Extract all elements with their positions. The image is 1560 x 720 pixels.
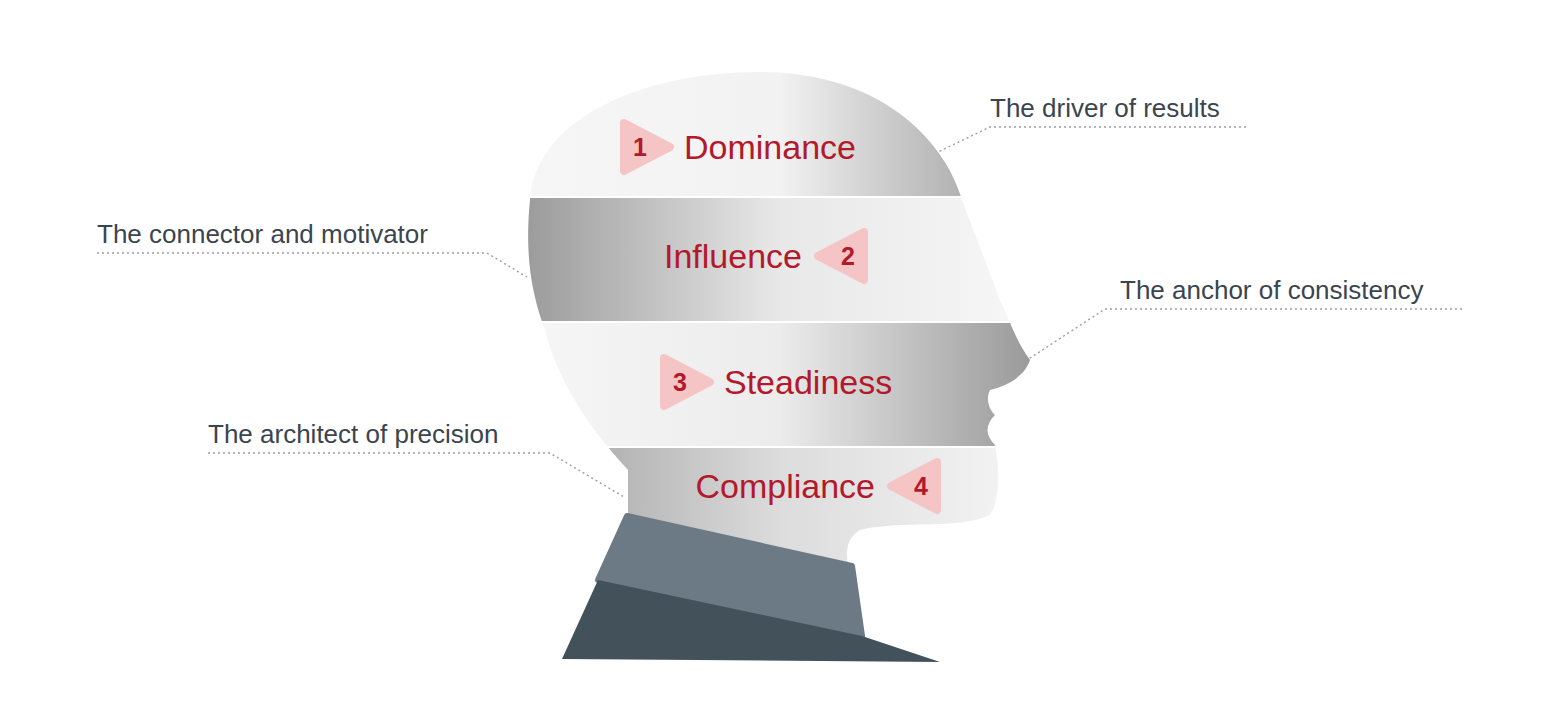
band-title: Steadiness [724,362,892,402]
callout-number: 4 [885,456,943,516]
number-triangle [658,352,716,412]
number-text: 2 [828,226,868,286]
callout-label: The anchor of consistency [1120,275,1424,305]
head-band: 1 Dominance [515,66,1045,196]
leader-line [938,127,1246,152]
head-silhouette [528,72,1030,196]
callout-number: 3 [658,352,716,412]
band-title: Compliance [695,466,875,506]
number-triangle [885,456,943,516]
band-title: Influence [664,236,802,276]
leader-line [97,253,527,277]
head-silhouette [528,196,1030,321]
head-silhouette [528,321,1030,446]
number-triangle [812,226,870,286]
band-gap [515,196,1045,198]
number-text: 1 [620,117,660,177]
triangle-shape [624,123,670,171]
head-band: 2 Influence [515,196,1045,321]
callout-number: 1 [618,117,676,177]
callout-label: The architect of precision [208,419,498,449]
triangle-shape [664,358,710,406]
band-gap [515,321,1045,323]
band-gap [515,446,1045,448]
callout-label: The driver of results [990,93,1220,123]
collar-dark [562,580,940,662]
triangle-shape [891,462,937,510]
head-band: 3 Steadiness [515,321,1045,446]
triangle-shape [818,232,864,280]
number-text: 3 [660,352,700,412]
number-triangle [618,117,676,177]
leader-line [1024,309,1462,362]
number-text: 4 [901,456,941,516]
leader-line [208,453,624,497]
callout-number: 2 [812,226,870,286]
callout-label: The connector and motivator [97,219,428,249]
band-title: Dominance [684,127,856,167]
